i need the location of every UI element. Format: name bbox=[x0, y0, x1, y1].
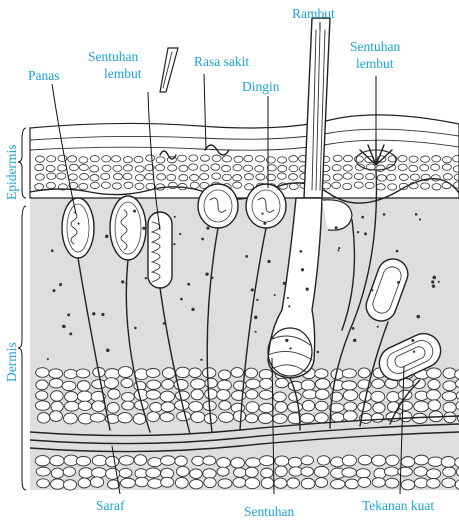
label-saraf: Saraf bbox=[96, 498, 125, 513]
label-rasa-sakit: Rasa sakit bbox=[194, 54, 249, 69]
label-tekanan-kuat: Tekanan kuat bbox=[362, 498, 434, 513]
heat-receptor-2 bbox=[110, 196, 146, 260]
epidermis-layer bbox=[30, 115, 459, 203]
heat-receptor bbox=[62, 198, 94, 258]
label-panas: Panas bbox=[28, 68, 60, 83]
label-sentuhan-lembut-left-line1: Sentuhan bbox=[88, 49, 138, 64]
label-rambut: Rambut bbox=[292, 6, 335, 21]
label-sentuhan-lembut-left-line2: lembut bbox=[104, 66, 142, 81]
label-sentuhan-lembut-right-line2: lembut bbox=[356, 56, 394, 71]
cold-receptor bbox=[198, 184, 238, 228]
label-dingin: Dingin bbox=[242, 79, 280, 94]
label-epidermis: Epidermis bbox=[4, 145, 19, 201]
label-sentuhan-lembut-right-line1: Sentuhan bbox=[350, 39, 400, 54]
small-hair bbox=[160, 48, 178, 92]
light-touch-receptor bbox=[148, 212, 172, 288]
label-dermis: Dermis bbox=[4, 342, 19, 382]
label-sentuhan: Sentuhan bbox=[244, 504, 294, 519]
cold-receptor-2 bbox=[246, 184, 286, 228]
